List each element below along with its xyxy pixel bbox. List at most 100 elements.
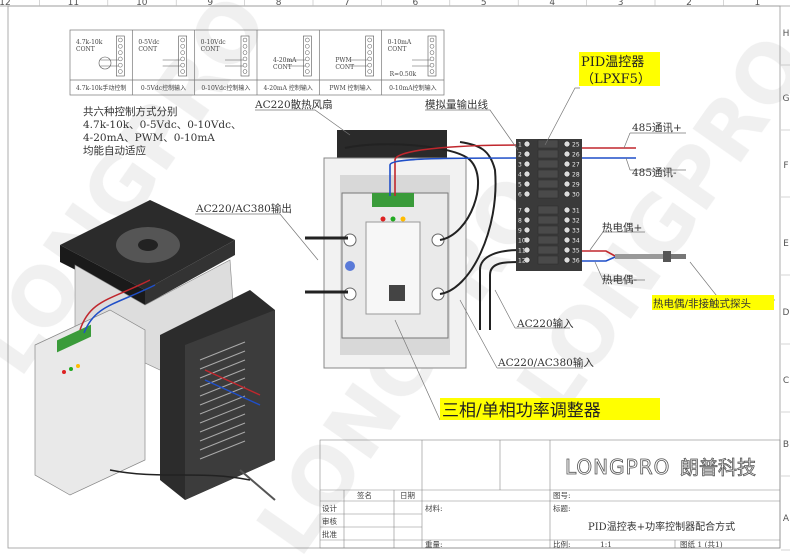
- row-marker: C: [783, 376, 789, 386]
- power-regulator-front-view: [305, 130, 521, 369]
- svg-text:4.7k-10k、0-5Vdc、0-10Vdc、: 4.7k-10k、0-5Vdc、0-10Vdc、: [83, 119, 242, 131]
- svg-text:PWM 控制输入: PWM 控制输入: [329, 84, 371, 92]
- row-marker: H: [783, 29, 790, 39]
- terminal-number: 1: [518, 142, 522, 149]
- svg-text:4-20mA: 4-20mA: [273, 57, 297, 64]
- terminal-number: 3: [518, 162, 522, 169]
- svg-text:0-10Vdc: 0-10Vdc: [201, 39, 227, 46]
- terminal-number: 6: [518, 192, 522, 199]
- rs485-plus-label: 485通讯+: [632, 121, 682, 134]
- terminal-number: 4: [518, 172, 522, 179]
- thermocouple-plus-label: 热电偶+: [602, 221, 642, 234]
- pid-controller-model: （LPXF5）: [581, 72, 651, 87]
- svg-text:标题:: 标题:: [553, 503, 571, 513]
- terminal-number: 28: [572, 172, 580, 179]
- svg-text:4-20mA、PWM、0-10mA: 4-20mA、PWM、0-10mA: [83, 132, 215, 144]
- svg-text:朗普科技: 朗普科技: [680, 457, 756, 479]
- svg-text:1:1: 1:1: [600, 540, 612, 549]
- svg-text:均能自动适应: 均能自动适应: [83, 144, 146, 157]
- svg-text:4.7k-10k手动控制: 4.7k-10k手动控制: [76, 84, 126, 92]
- svg-text:CONT: CONT: [273, 64, 292, 71]
- terminal-number: 36: [572, 258, 580, 265]
- fan-label: AC220散热风扇: [254, 98, 333, 111]
- svg-text:审核: 审核: [322, 516, 337, 526]
- svg-text:CONT: CONT: [138, 46, 157, 53]
- svg-text:CONT: CONT: [201, 46, 220, 53]
- svg-text:LONGPRO: LONGPRO: [565, 455, 670, 479]
- callout-leaders: [195, 87, 775, 421]
- terminal-number: 25: [572, 142, 580, 149]
- column-marker: 6: [413, 0, 419, 8]
- column-marker: 10: [136, 0, 148, 8]
- svg-text:0-5Vdc控制输入: 0-5Vdc控制输入: [141, 84, 186, 92]
- column-marker: 8: [276, 0, 282, 8]
- terminal-number: 27: [572, 162, 580, 169]
- svg-text:签名: 签名: [357, 490, 372, 500]
- terminal-number: 32: [572, 218, 580, 225]
- title-block: [319, 439, 781, 549]
- svg-text:设计: 设计: [322, 503, 337, 513]
- terminal-number: 31: [572, 208, 580, 215]
- svg-text:图号:: 图号:: [553, 491, 571, 500]
- row-marker: E: [783, 239, 789, 249]
- svg-text:4-20mA 控制输入: 4-20mA 控制输入: [263, 84, 312, 92]
- svg-text:4.7k-10k: 4.7k-10k: [76, 39, 103, 46]
- column-marker: 3: [618, 0, 624, 8]
- probe-label: 热电偶/非接触式探头: [653, 297, 751, 310]
- ac380-input-label: AC220/AC380输入: [497, 356, 594, 369]
- terminal-number: 7: [518, 208, 522, 215]
- terminal-number: 9: [518, 228, 522, 235]
- ac220-input-label: AC220输入: [516, 317, 574, 330]
- terminal-number: 33: [572, 228, 580, 235]
- svg-text:0-10mA: 0-10mA: [388, 39, 412, 46]
- terminal-number: 26: [572, 152, 580, 159]
- terminal-number: 12: [518, 258, 526, 265]
- svg-text:R=0.50k: R=0.50k: [390, 71, 417, 78]
- svg-text:0-10mA控制输入: 0-10mA控制输入: [389, 84, 437, 92]
- terminal-number: 29: [572, 182, 580, 189]
- svg-text:比例:: 比例:: [553, 539, 571, 549]
- terminal-number: 8: [518, 218, 522, 225]
- longpro-logo: LONGPRO 朗普科技: [565, 455, 757, 480]
- svg-text:日期: 日期: [400, 491, 415, 500]
- regulator-isometric-view: [34, 200, 276, 501]
- row-marker: D: [783, 308, 790, 318]
- column-marker: 1: [755, 0, 761, 8]
- svg-text:0-5Vdc: 0-5Vdc: [138, 39, 160, 46]
- svg-text:CONT: CONT: [335, 64, 354, 71]
- svg-text:批准: 批准: [322, 529, 337, 539]
- svg-text:CONT: CONT: [76, 46, 95, 53]
- regulator-title: 三相/单相功率调整器: [442, 401, 601, 421]
- terminal-number: 34: [572, 238, 580, 245]
- terminal-number: 30: [572, 192, 580, 199]
- title-block-text: 签名 日期 设计 审核 批准 材料: 重量: 图号: 标题: PID温控表+功率…: [322, 490, 735, 549]
- column-marker: 11: [68, 0, 79, 8]
- svg-text:重量:: 重量:: [425, 540, 443, 549]
- control-mode-table: 4.7k-10kCONT4.7k-10k手动控制0-5VdcCONT0-5Vdc…: [69, 29, 445, 96]
- rs485-minus-label: 485通讯-: [632, 166, 677, 179]
- terminal-number: 10: [518, 238, 526, 245]
- row-marker: B: [783, 440, 789, 450]
- column-marker: 9: [207, 0, 213, 8]
- svg-text:图纸 1 (共1): 图纸 1 (共1): [680, 539, 723, 549]
- svg-text:共六种控制方式分别: 共六种控制方式分别: [83, 105, 178, 118]
- output-label: AC220/AC380输出: [195, 202, 292, 215]
- thermocouple-minus-label: 热电偶-: [602, 273, 637, 286]
- terminal-number: 5: [518, 182, 522, 189]
- terminal-number: 35: [572, 248, 580, 255]
- column-marker: 12: [0, 0, 11, 8]
- row-marker: F: [783, 161, 788, 171]
- svg-text:CONT: CONT: [388, 46, 407, 53]
- analog-output-label: 模拟量输出线: [425, 98, 488, 111]
- row-marker: A: [783, 514, 790, 524]
- column-marker: 7: [344, 0, 350, 8]
- pid-controller-title: PID温控器: [581, 55, 644, 70]
